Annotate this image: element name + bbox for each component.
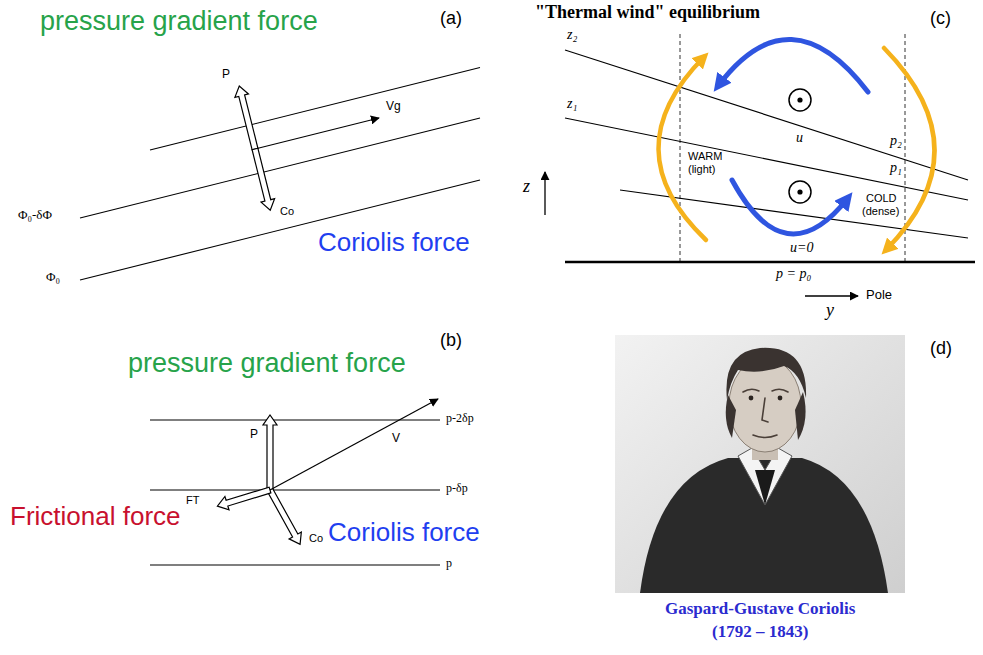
vector-label: V [392,432,400,446]
panel-letter: (d) [930,338,952,359]
air-mass-label: (dense) [862,205,899,218]
contour-label: Φ₀-δΦ [18,208,52,223]
geopotential-lines [80,68,480,281]
isobar-label: p-2δp [446,412,474,426]
axis-label: z [523,176,530,197]
wind-vector [255,118,379,149]
boundary-condition: u=0 [790,240,813,256]
axis-label: Pole [866,288,892,303]
pressure-label: p₁ [890,160,902,176]
vector-label: Vg [386,100,401,114]
force-name: pressure gradient force [40,6,318,37]
force-arrow [232,84,261,150]
wind-symbol [789,89,811,203]
axis-label: y [826,300,834,321]
wind-label: u [796,130,803,146]
force-name: pressure gradient force [128,348,406,379]
vector-label: P [250,428,258,442]
force-arrow [263,415,277,490]
axis-arrow [544,172,545,215]
panel-letter: (a) [440,8,462,29]
panel-letter: (c) [930,8,951,29]
vector-label: Co [309,532,323,545]
air-mass-label: WARM [688,150,722,163]
boundary-condition: p = p₀ [776,266,811,282]
portrait-caption: (1792 – 1843) [712,622,808,642]
panel-letter: (b) [440,330,462,351]
contour-label: Φ₀ [46,270,60,285]
wind-vector [270,399,438,490]
force-arrow [248,147,277,212]
air-mass-label: (light) [688,163,716,176]
panel-title: "Thermal wind" equilibrium [535,2,760,23]
isobar-label: p [446,557,452,571]
ground-line [565,261,975,264]
air-mass-label: COLD [866,192,897,205]
force-arrow [264,487,306,548]
height-label: z₁ [567,96,577,112]
force-name: Frictional force [10,502,181,532]
vector-label: Co [280,205,294,218]
axis-arrow [805,295,858,296]
vector-label: P [222,68,230,82]
portrait-engraving [615,335,905,593]
pressure-label: p₂ [890,133,902,149]
force-name: Coriolis force [328,518,480,548]
force-arrow [215,483,272,512]
force-name: Coriolis force [318,228,470,258]
isobar-label: p-δp [446,482,468,496]
height-label: z₂ [567,27,577,43]
vector-label: FT [186,494,199,507]
portrait-caption: Gaspard-Gustave Coriolis [665,599,855,619]
circulation-arrow [718,39,868,234]
circulation-arrow [658,48,934,250]
